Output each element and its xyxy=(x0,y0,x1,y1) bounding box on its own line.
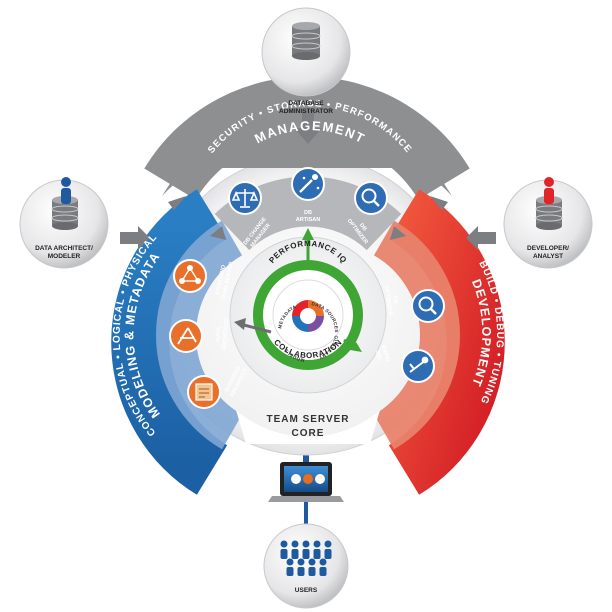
development-band xyxy=(388,189,505,495)
browser-chrome-icon xyxy=(315,474,325,484)
mod-tool-business-architect[interactable] xyxy=(187,375,221,409)
person-red-icon xyxy=(544,177,554,204)
svg-text:RAPID: RAPID xyxy=(379,345,390,363)
dev-label-db-optimizer: DB OPTIMIZER xyxy=(383,286,399,317)
arrow-dev-mgmt xyxy=(390,226,406,240)
swirl-logo-icon xyxy=(292,300,324,332)
scales-icon xyxy=(231,189,259,208)
dev-tool-db-optimizer[interactable] xyxy=(411,289,445,323)
role-database-administrator[interactable] xyxy=(261,7,351,97)
database-icon xyxy=(291,22,321,60)
svg-text:ARCHITECT: ARCHITECT xyxy=(222,318,230,351)
mod-label-data-architect: DATA ARCHITECT xyxy=(216,318,231,351)
mgmt-tool-db-artisan[interactable] xyxy=(291,167,325,201)
browser-e-icon xyxy=(291,474,301,484)
svg-text:OPTIMIZER: OPTIMIZER xyxy=(383,286,393,317)
role-users-label: USERS xyxy=(295,587,318,594)
network-icon xyxy=(179,265,201,284)
role-data-architect[interactable] xyxy=(19,177,109,269)
core-panel xyxy=(236,410,380,444)
role-developer-label-2: ANALYST xyxy=(533,253,563,260)
role-dba-label-2: ADMINISTRATOR xyxy=(279,108,333,115)
dev-label-rapid-sql: RAPID SQL xyxy=(374,345,391,363)
wand-icon xyxy=(299,174,320,193)
hub-arrow-up-head xyxy=(302,228,314,240)
svg-text:SQL: SQL xyxy=(374,350,383,363)
person-blue-icon xyxy=(61,177,71,204)
management-arc xyxy=(144,76,470,201)
hub-arrow-left-head xyxy=(234,318,246,330)
mgmt-tool-db-change-manager[interactable] xyxy=(228,181,262,215)
svg-text:DATA: DATA xyxy=(216,326,223,341)
svg-text:DB: DB xyxy=(358,222,368,232)
svg-text:DB: DB xyxy=(391,296,398,305)
arrow-mod-mgmt xyxy=(210,226,226,240)
mgmt-label-db-artisan: DB ARTISAN xyxy=(296,210,320,223)
flow-arrows xyxy=(120,110,496,250)
role-architect-label-1: DATA ARCHITECT/ xyxy=(35,245,93,252)
mod-tool-data-architect[interactable] xyxy=(169,319,203,353)
core-label-1: TEAM SERVER xyxy=(266,414,349,425)
laptop-icon xyxy=(268,462,344,502)
magnifier-icon xyxy=(361,188,380,207)
svg-text:DB: DB xyxy=(304,210,312,216)
arrow-architect-right xyxy=(120,226,150,250)
blueprint-icon xyxy=(195,383,213,401)
role-architect-label-2: MODELER xyxy=(48,253,81,260)
users-group-icon xyxy=(280,540,332,576)
modeling-band xyxy=(111,189,228,495)
browser-firefox-icon xyxy=(303,474,313,484)
dev-tool-rapid-sql[interactable] xyxy=(401,349,435,383)
management-inner-band xyxy=(214,176,402,251)
core-label-2: CORE xyxy=(292,428,325,439)
hub-arrow-right-head xyxy=(350,342,362,352)
development-inner-band xyxy=(373,220,460,450)
arrow-developer-left xyxy=(466,226,496,250)
diver-icon xyxy=(409,356,429,373)
role-developer-label-1: DEVELOPER/ xyxy=(527,245,569,252)
role-developer-analyst[interactable] xyxy=(503,177,593,269)
mod-tool-erstudio-team-server[interactable] xyxy=(173,259,207,293)
svg-text:ARTISAN: ARTISAN xyxy=(296,217,320,223)
mgmt-tool-db-optimizer[interactable] xyxy=(354,181,388,215)
role-users[interactable] xyxy=(263,523,349,609)
hub-arrow-left xyxy=(239,322,272,334)
arrow-mgmt-right xyxy=(430,196,448,210)
arrow-mgmt-left xyxy=(168,196,186,210)
magnifier-icon xyxy=(418,296,437,315)
arrow-dba-down xyxy=(294,110,322,144)
role-dba-label-1: DATABASE xyxy=(288,100,324,107)
drafting-icon xyxy=(177,327,197,345)
